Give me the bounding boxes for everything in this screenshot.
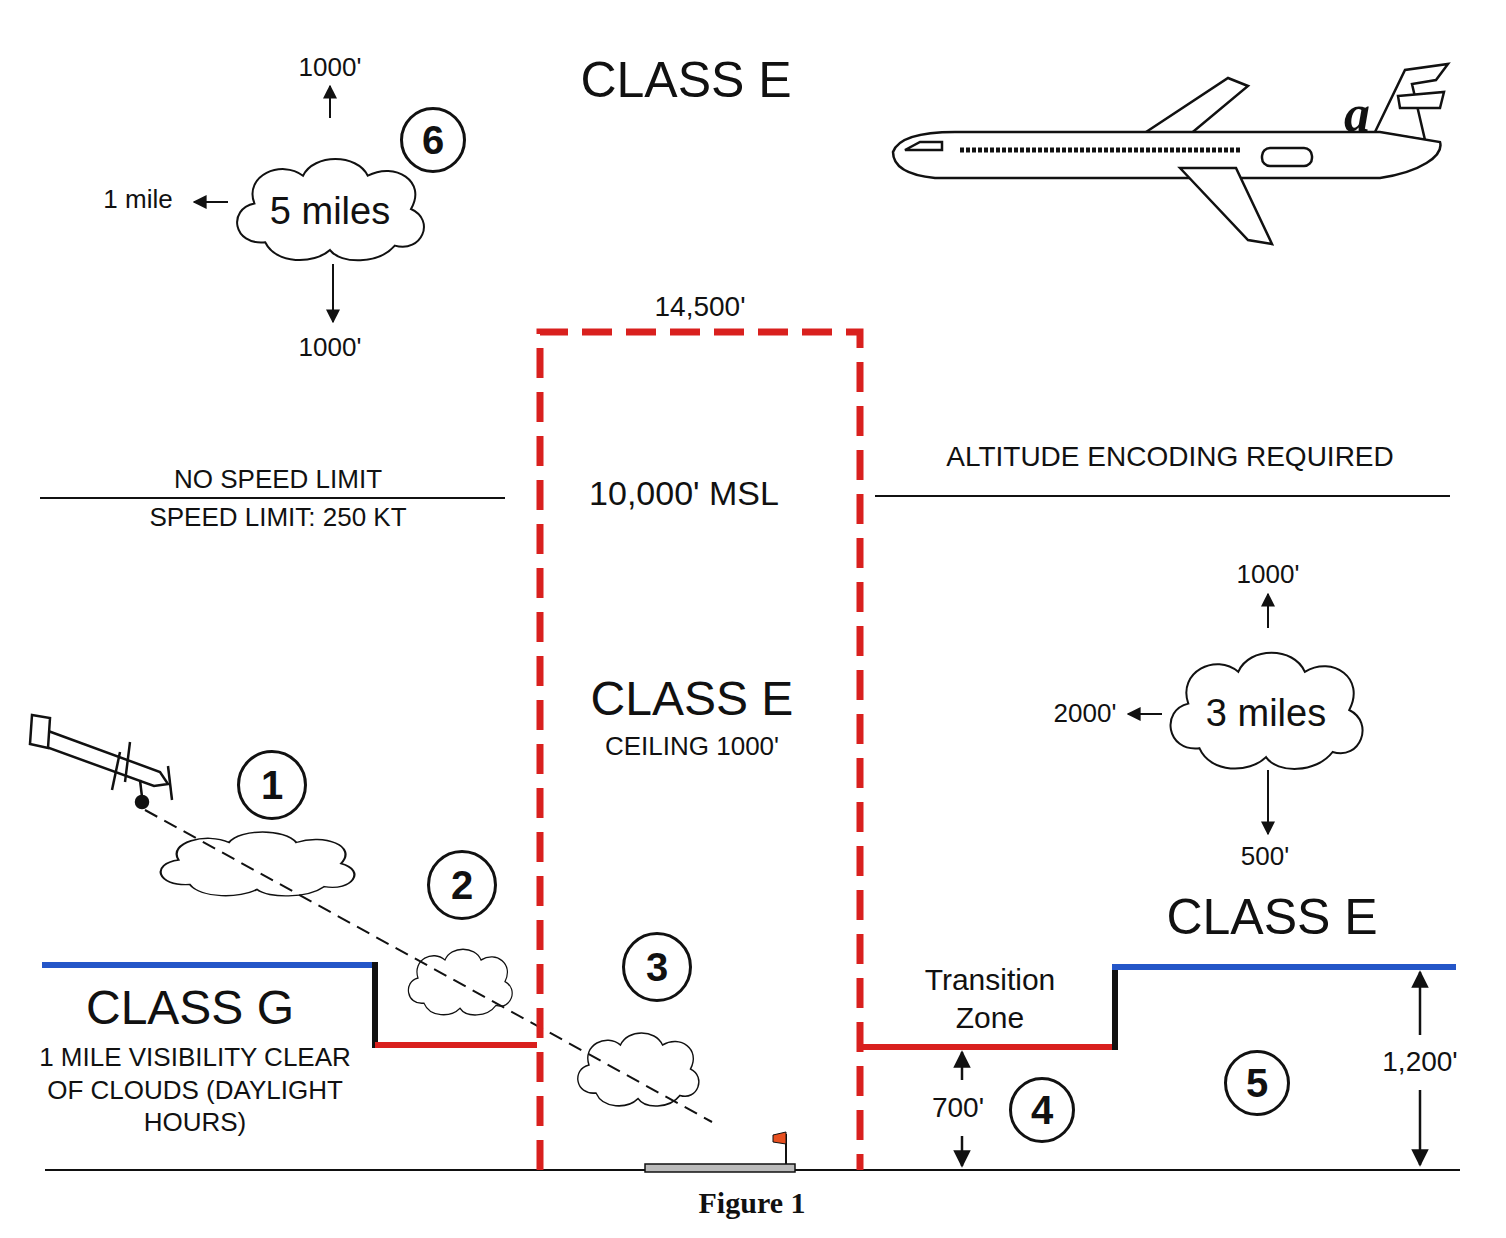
callout-number: 5 [1224,1050,1290,1116]
clearance-value: 1000' [299,332,362,363]
speed-note: NO SPEED LIMIT [174,464,382,495]
clearance-value: 1000' [299,52,362,83]
callout-number: 1 [237,750,307,820]
airspace-text: CLASS E [587,671,798,726]
small-aircraft [30,715,172,808]
clearance-value: 1 mile [103,184,172,215]
callout-number: 2 [427,850,497,920]
equipment-note: ALTITUDE ENCODING REQUIRED [946,440,1394,474]
visibility-value: 3 miles [1206,691,1326,734]
callout-number: 3 [622,932,692,1002]
airspace-class: CLASS E [580,50,791,110]
airspace-text: 10,000' MSL [585,474,783,513]
dimension-arrow [962,972,1420,1166]
airspace-text: CEILING 1000' [601,731,783,762]
airspace-class: CLASS G [86,979,294,1037]
dimension-value: 1,200' [1379,1043,1460,1081]
callout-number: 4 [1009,1077,1075,1143]
dashed-boundary [532,280,868,1175]
clearance-value: 1000' [1237,559,1300,590]
clearance-value: 500' [1241,841,1289,872]
altitude-line [40,497,505,499]
figure-caption: Figure 1 [699,1185,806,1221]
callout-number: 6 [400,107,466,173]
clearance-value: 2000' [1054,698,1117,729]
runway [645,1164,795,1172]
dimension-value: 700' [929,1089,987,1127]
speed-note: SPEED LIMIT: 250 KT [149,502,406,533]
weather-minimums: 1 MILE VISIBILITY CLEAR OF CLOUDS (DAYLI… [20,1041,370,1139]
cloud-minimums: 3 miles [1155,640,1377,780]
airline-logo: a [1344,83,1370,145]
class-d-airspace: 14,500' 10,000' MSL CLASS E CEILING 1000' [532,280,868,1175]
windsock [773,1132,786,1164]
airspace-text: 14,500' [651,291,750,323]
airspace-class: CLASS E [1166,887,1377,947]
airspace-boundary [42,962,1456,1050]
jet-airliner [893,64,1448,244]
zone-name: Transition Zone [890,961,1090,1036]
visibility-value: 5 miles [270,190,390,233]
cloud-minimums: 5 miles [222,148,438,270]
altitude-line [875,495,1450,497]
